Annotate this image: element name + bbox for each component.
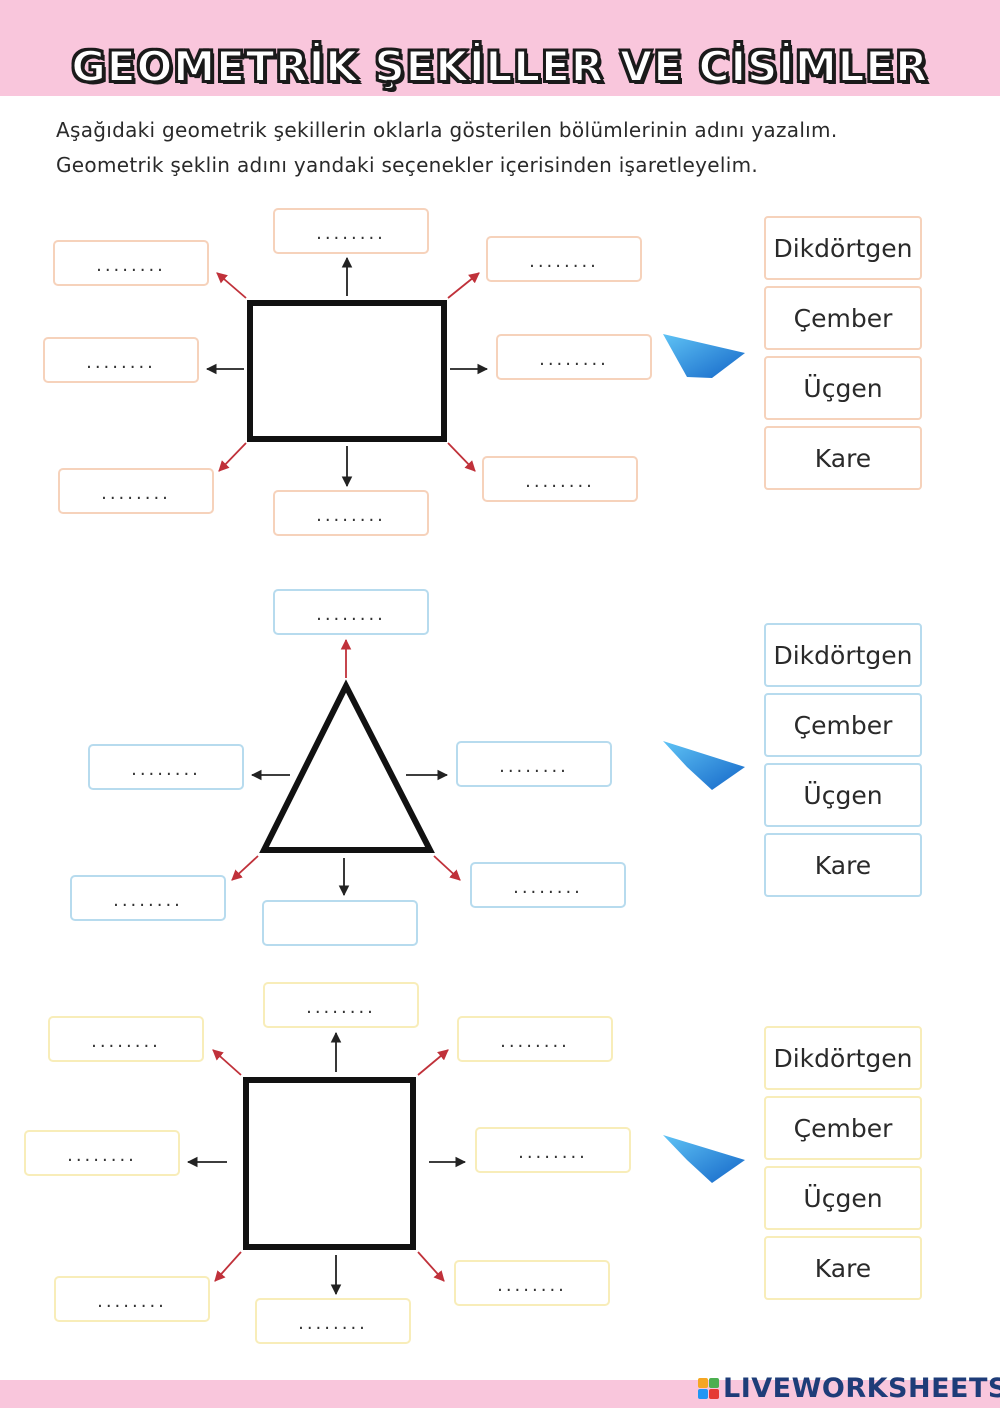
instruction-line-1: Aşağıdaki geometrik şekillerin oklarla g… bbox=[56, 118, 838, 142]
option-ucgen[interactable]: Üçgen bbox=[764, 356, 922, 420]
option-kare[interactable]: Kare bbox=[764, 1236, 922, 1300]
instruction-line-2: Geometrik şeklin adını yandaki seçenekle… bbox=[56, 153, 759, 177]
option-cember[interactable]: Çember bbox=[764, 1096, 922, 1160]
answer-box[interactable]: ........ bbox=[496, 334, 652, 380]
answer-box[interactable]: ........ bbox=[456, 741, 612, 787]
page-title: GEOMETRİK ŞEKİLLER VE CİSİMLER bbox=[70, 41, 929, 92]
option-dikdortgen[interactable]: Dikdörtgen bbox=[764, 216, 922, 280]
corner-arrow-bl bbox=[231, 855, 259, 881]
corner-arrow-br bbox=[417, 1251, 445, 1282]
answer-box[interactable]: ........ bbox=[24, 1130, 180, 1176]
corner-arrow-tr bbox=[447, 272, 480, 299]
logo-text: LIVEWORKSHEETS bbox=[723, 1373, 1000, 1404]
answer-box[interactable]: ........ bbox=[263, 982, 419, 1028]
answer-box[interactable]: ........ bbox=[70, 875, 226, 921]
square-shape bbox=[243, 1077, 416, 1250]
answer-box[interactable]: ........ bbox=[482, 456, 638, 502]
liveworksheets-logo: LIVEWORKSHEETS bbox=[698, 1373, 1000, 1404]
answer-box[interactable]: ........ bbox=[273, 490, 429, 536]
answer-box[interactable]: ........ bbox=[457, 1016, 613, 1062]
option-kare[interactable]: Kare bbox=[764, 426, 922, 490]
answer-box[interactable]: ........ bbox=[454, 1260, 610, 1306]
answer-box[interactable]: ........ bbox=[48, 1016, 204, 1062]
blue-pointer-arrow-icon bbox=[663, 741, 745, 790]
answer-box[interactable]: ........ bbox=[88, 744, 244, 790]
answer-box[interactable]: ........ bbox=[470, 862, 626, 908]
rectangle-shape bbox=[247, 300, 447, 442]
liveworksheets-logo-icon bbox=[698, 1378, 719, 1399]
option-cember[interactable]: Çember bbox=[764, 693, 922, 757]
answer-box[interactable]: ........ bbox=[54, 1276, 210, 1322]
answer-box[interactable] bbox=[262, 900, 418, 946]
blue-pointer-arrow-icon bbox=[663, 1135, 745, 1183]
answer-box[interactable]: ........ bbox=[273, 208, 429, 254]
triangle-shape bbox=[259, 679, 435, 853]
option-kare[interactable]: Kare bbox=[764, 833, 922, 897]
answer-box[interactable]: ........ bbox=[58, 468, 214, 514]
option-cember[interactable]: Çember bbox=[764, 286, 922, 350]
blue-pointer-arrow-icon bbox=[663, 334, 745, 378]
corner-arrow-br bbox=[447, 442, 476, 472]
corner-arrow-bl bbox=[218, 442, 247, 472]
corner-arrow-br bbox=[433, 855, 461, 881]
corner-arrow-tl bbox=[216, 272, 247, 299]
footer-band bbox=[0, 1380, 1000, 1408]
answer-box[interactable]: ........ bbox=[53, 240, 209, 286]
header-band bbox=[0, 0, 1000, 96]
answer-box[interactable]: ........ bbox=[255, 1298, 411, 1344]
option-dikdortgen[interactable]: Dikdörtgen bbox=[764, 623, 922, 687]
answer-box[interactable]: ........ bbox=[486, 236, 642, 282]
option-ucgen[interactable]: Üçgen bbox=[764, 1166, 922, 1230]
corner-arrow-tr bbox=[417, 1049, 449, 1076]
answer-box[interactable]: ........ bbox=[43, 337, 199, 383]
answer-box[interactable]: ........ bbox=[475, 1127, 631, 1173]
answer-box[interactable]: ........ bbox=[273, 589, 429, 635]
option-ucgen[interactable]: Üçgen bbox=[764, 763, 922, 827]
corner-arrow-tl bbox=[212, 1049, 242, 1076]
corner-arrow-bl bbox=[214, 1251, 242, 1282]
option-dikdortgen[interactable]: Dikdörtgen bbox=[764, 1026, 922, 1090]
